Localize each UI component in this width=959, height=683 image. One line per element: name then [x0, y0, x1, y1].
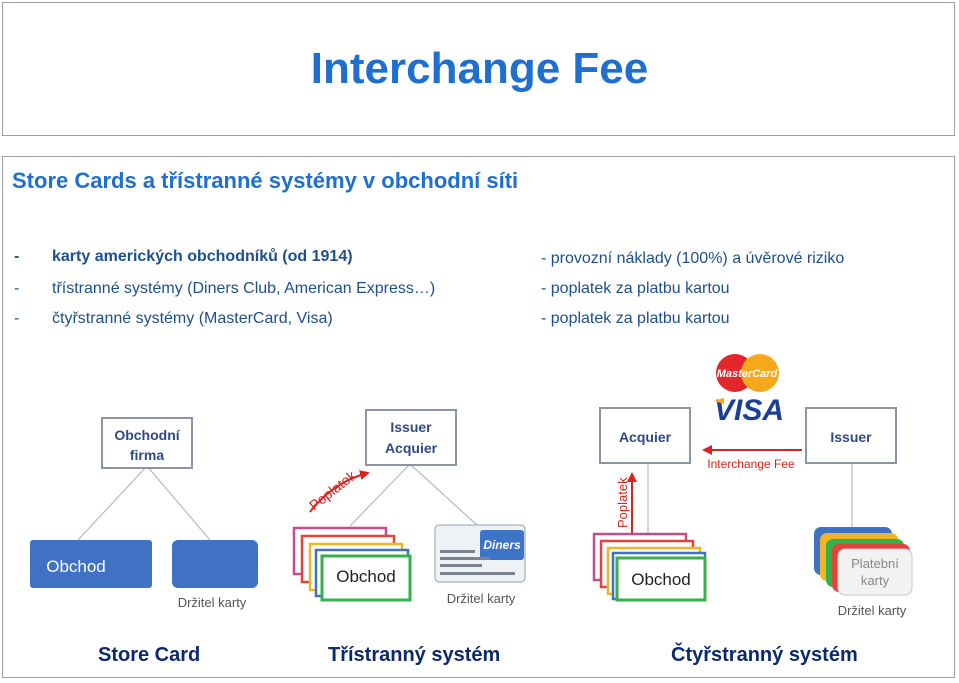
company-label-1: Obchodní: [114, 427, 180, 443]
interchange-label: Interchange Fee: [707, 457, 795, 471]
issuer-label: Issuer: [830, 429, 872, 445]
bullet-right-3: - poplatek za platbu kartou: [541, 310, 730, 327]
bullet-right-2: - poplatek za platbu kartou: [541, 280, 730, 297]
holder-label: Držitel karty: [178, 595, 247, 610]
store-box: [615, 556, 707, 602]
fee-arrow: [309, 470, 370, 513]
connector: [146, 465, 211, 541]
connector: [77, 465, 148, 541]
fee-label: Poplatek: [615, 477, 630, 528]
diners-card-band: [480, 530, 524, 560]
store-label: Obchod: [46, 557, 106, 576]
caption-store-card: Store Card: [98, 644, 201, 666]
three-party-diagram: Issuer Acquier Poplatek Obchod Diners Dr…: [292, 409, 526, 606]
connector: [349, 463, 411, 527]
store-label: Obchod: [631, 570, 691, 589]
card-box: [172, 540, 258, 588]
acquirer-label: Acquier: [619, 429, 672, 445]
mastercard-logo-text: MasterCard: [717, 368, 778, 380]
issuer-acquirer-box: [365, 409, 457, 466]
four-party-diagram: MasterCard VISA Acquier Issuer Interchan…: [592, 354, 913, 618]
store-card-diagram: Obchodní firma Obchod Držitel karty: [30, 417, 258, 610]
section-subtitle: Store Cards a třístranné systémy v obcho…: [12, 168, 519, 193]
acquirer-label: Acquier: [385, 440, 438, 456]
visa-swoosh: [714, 398, 724, 404]
bullet-left-2: -třístranné systémy (Diners Club, Americ…: [14, 280, 436, 297]
payment-card: [837, 548, 913, 596]
holder-label: Držitel karty: [447, 591, 516, 606]
acquirer-box: [599, 407, 691, 464]
connector: [409, 463, 479, 527]
company-box: [101, 417, 193, 469]
store-label: Obchod: [336, 567, 396, 586]
fee-label: Poplatek: [306, 467, 360, 514]
bullet-left-3: -čtyřstranné systémy (MasterCard, Visa): [14, 310, 333, 327]
caption-four-party: Čtyřstranný systém: [671, 644, 858, 666]
visa-logo: VISA: [714, 394, 784, 427]
title-panel: [2, 2, 955, 136]
card-text-line: [440, 564, 482, 567]
store-box: [30, 540, 152, 588]
mastercard-logo-orange: [741, 354, 779, 392]
holder-label: Držitel karty: [838, 603, 907, 618]
card-label-1: Platební: [851, 556, 899, 571]
card-text-line: [440, 550, 475, 553]
store-box: [320, 554, 412, 602]
card-label-2: karty: [861, 573, 890, 588]
bullet-right-1: - provozní náklady (100%) a úvěrové rizi…: [541, 250, 845, 267]
issuer-box: [805, 407, 897, 464]
card-text-line: [440, 557, 490, 560]
page-title: Interchange Fee: [310, 44, 649, 93]
card-text-line: [440, 572, 515, 575]
bullet-left-1: -karty amerických obchodníků (od 1914): [14, 248, 353, 265]
issuer-label: Issuer: [390, 419, 432, 435]
caption-three-party: Třístranný systém: [328, 644, 501, 666]
company-label-2: firma: [130, 447, 164, 463]
diners-logo: Diners: [483, 538, 521, 552]
